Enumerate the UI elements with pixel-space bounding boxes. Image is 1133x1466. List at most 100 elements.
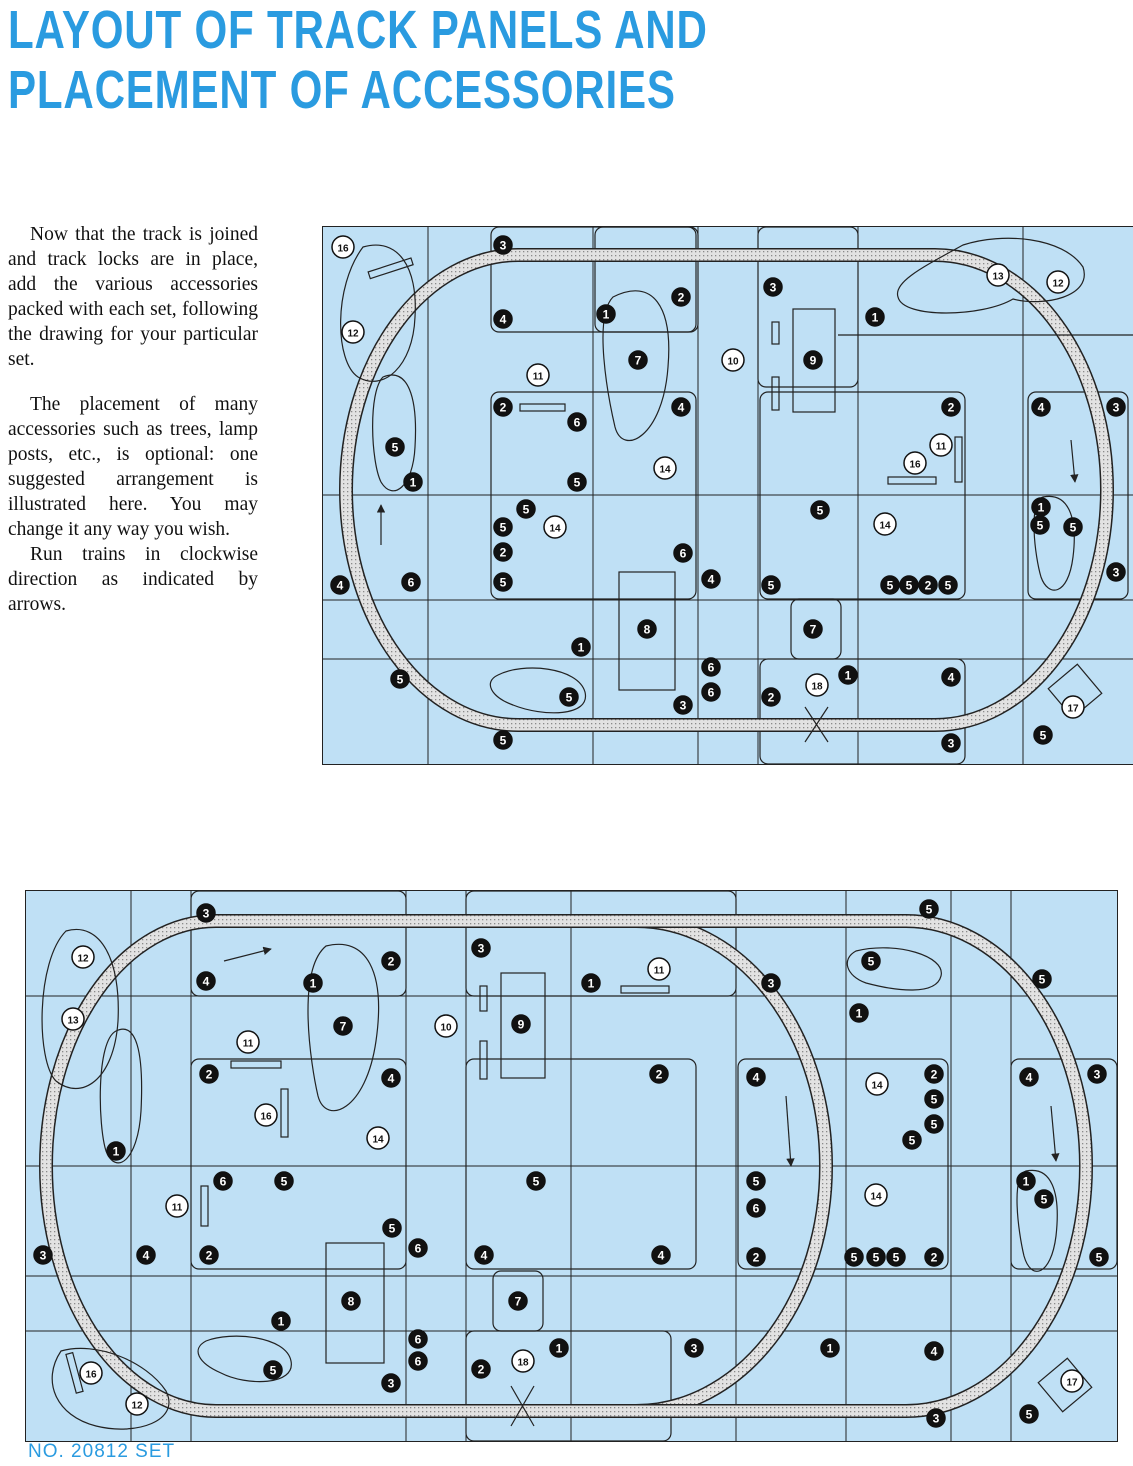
bottom-marker-label: 2 <box>931 1251 938 1265</box>
top-marker-label: 3 <box>1113 401 1120 415</box>
platform-outline <box>190 891 407 997</box>
bottom-marker-label: 5 <box>931 1118 938 1132</box>
bottom-marker-6 <box>408 1351 428 1371</box>
top-marker-6 <box>673 543 693 563</box>
bottom-marker-label: 5 <box>931 1093 938 1107</box>
bottom-marker-10 <box>434 1014 458 1038</box>
bottom-marker-5 <box>866 1247 886 1267</box>
top-marker-5 <box>899 575 919 595</box>
top-marker-2 <box>761 687 781 707</box>
top-marker-1 <box>865 307 885 327</box>
bottom-marker-11 <box>236 1030 260 1054</box>
bottom-marker-label: 3 <box>768 977 775 991</box>
tree-cluster-outline <box>846 947 942 991</box>
bottom-marker-5 <box>902 1130 922 1150</box>
top-marker-label: 1 <box>410 476 417 490</box>
bottom-marker-label: 11 <box>172 1203 183 1214</box>
bottom-marker-label: 3 <box>388 1377 395 1391</box>
platform-outline <box>759 391 966 600</box>
bottom-marker-2 <box>381 951 401 971</box>
bottom-marker-8 <box>341 1291 361 1311</box>
top-marker-label: 12 <box>347 329 359 340</box>
bottom-marker-16 <box>254 1103 278 1127</box>
bottom-marker-label: 1 <box>278 1315 285 1329</box>
bottom-marker-label: 1 <box>310 977 317 991</box>
bottom-marker-label: 3 <box>478 942 485 956</box>
bottom-marker-6 <box>213 1171 233 1191</box>
top-marker-4 <box>493 309 513 329</box>
top-marker-5 <box>493 730 513 750</box>
bottom-marker-label: 3 <box>1094 1068 1101 1082</box>
bottom-marker-label: 3 <box>203 907 210 921</box>
bottom-marker-label: 2 <box>206 1249 213 1263</box>
bottom-marker-1 <box>303 973 323 993</box>
tree-cluster-outline <box>307 943 380 1112</box>
bottom-marker-4 <box>136 1245 156 1265</box>
top-marker-label: 5 <box>500 734 507 748</box>
top-marker-label: 5 <box>500 576 507 590</box>
top-marker-label: 17 <box>1067 704 1079 715</box>
top-marker-5 <box>1033 725 1053 745</box>
top-marker-label: 5 <box>817 504 824 518</box>
top-marker-label: 4 <box>708 573 715 587</box>
top-marker-label: 5 <box>1037 519 1044 533</box>
bottom-marker-label: 6 <box>415 1242 422 1256</box>
top-marker-12 <box>341 320 365 344</box>
top-marker-5 <box>880 575 900 595</box>
bottom-marker-1 <box>820 1338 840 1358</box>
bottom-marker-label: 5 <box>873 1251 880 1265</box>
top-marker-label: 5 <box>906 579 913 593</box>
bottom-marker-7 <box>508 1291 528 1311</box>
bottom-marker-5 <box>886 1247 906 1267</box>
top-marker-label: 11 <box>533 372 544 383</box>
bottom-marker-16 <box>79 1361 103 1385</box>
bottom-marker-5 <box>263 1360 283 1380</box>
tree-cluster-outline <box>602 290 670 442</box>
bottom-marker-label: 4 <box>753 1071 760 1085</box>
title-line-2: PLACEMENT OF ACCESSORIES <box>8 60 676 120</box>
bottom-marker-3 <box>196 903 216 923</box>
bottom-marker-label: 7 <box>515 1295 522 1309</box>
bottom-marker-5 <box>861 951 881 971</box>
top-marker-label: 1 <box>603 308 610 322</box>
set-number-label: NO. 20812 SET <box>28 1441 176 1462</box>
top-marker-13 <box>986 263 1010 287</box>
bottom-marker-6 <box>408 1329 428 1349</box>
direction-arrow <box>1070 439 1079 483</box>
bottom-marker-5 <box>1089 1247 1109 1267</box>
top-marker-1 <box>571 637 591 657</box>
station-building-8 <box>618 571 676 691</box>
bottom-marker-5 <box>746 1171 766 1191</box>
bottom-marker-9 <box>511 1014 531 1034</box>
top-marker-11 <box>929 433 953 457</box>
tree-cluster-outline <box>340 244 416 382</box>
bottom-marker-18 <box>511 1349 535 1373</box>
bottom-marker-label: 12 <box>77 954 89 965</box>
bottom-marker-2 <box>746 1247 766 1267</box>
bottom-marker-label: 6 <box>220 1175 227 1189</box>
top-marker-label: 3 <box>1113 566 1120 580</box>
bottom-marker-label: 5 <box>281 1175 288 1189</box>
bottom-marker-label: 1 <box>556 1342 563 1356</box>
bottom-marker-1 <box>271 1311 291 1331</box>
signal-10 <box>479 1040 488 1080</box>
bottom-marker-5 <box>274 1171 294 1191</box>
bottom-marker-label: 5 <box>1039 973 1046 987</box>
bottom-marker-label: 6 <box>415 1355 422 1369</box>
top-marker-label: 4 <box>948 671 955 685</box>
bottom-marker-14 <box>366 1126 390 1150</box>
outer-track-ties <box>636 915 1092 1417</box>
bottom-marker-label: 5 <box>753 1175 760 1189</box>
top-marker-1 <box>838 665 858 685</box>
platform-outline <box>1027 391 1129 600</box>
tree-cluster-outline <box>197 1335 292 1383</box>
bottom-marker-label: 6 <box>415 1333 422 1347</box>
lamp-post-11 <box>954 436 963 483</box>
bottom-marker-label: 4 <box>388 1072 395 1086</box>
top-marker-label: 11 <box>936 442 947 453</box>
top-marker-3 <box>1106 397 1126 417</box>
bottom-marker-1 <box>106 1141 126 1161</box>
bottom-marker-4 <box>381 1068 401 1088</box>
bottom-marker-17 <box>1060 1369 1084 1393</box>
